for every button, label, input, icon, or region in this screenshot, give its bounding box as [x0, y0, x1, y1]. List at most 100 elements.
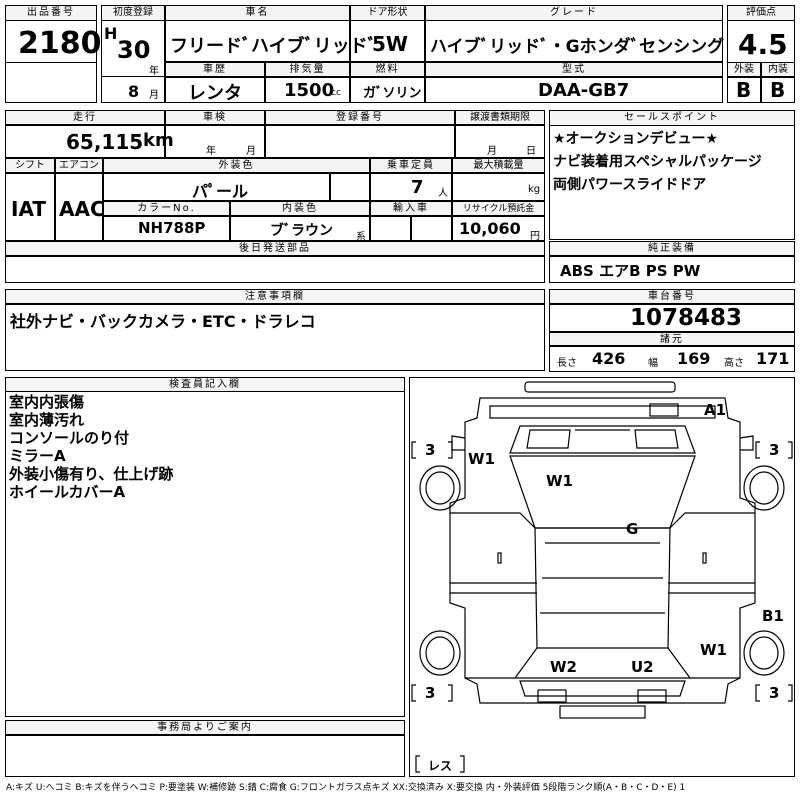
exterior-score: B [736, 78, 752, 102]
sales-point-3: 両側パワースライドドア [553, 177, 707, 193]
damage-mark-w1-left: W1 [468, 450, 495, 468]
recycle-unit: 円 [530, 231, 540, 242]
mileage-cell [5, 125, 165, 158]
later-parts-cell [5, 256, 545, 283]
lot-label: 出品番号 [5, 5, 97, 21]
color-no-label: カラーNo. [103, 201, 230, 216]
caution: 社外ナビ・バックカメラ・ETC・ドラレコ [10, 312, 316, 331]
registration-cell [265, 125, 455, 158]
car-name-label: 車名 [165, 5, 350, 21]
first-reg-year-unit: 年 [149, 66, 159, 77]
interior-color-cell [230, 216, 370, 241]
model-label: 型式 [425, 62, 723, 77]
caution-cell [5, 304, 545, 371]
displacement-cell [265, 77, 350, 103]
shift-label: シフト [5, 158, 55, 173]
width: 169 [677, 349, 711, 368]
displacement-label: 排気量 [265, 62, 350, 77]
import-cell-b [411, 216, 452, 241]
exterior-color-label: 外装色 [103, 158, 370, 173]
interior-score-label: 内装 [761, 62, 795, 77]
inspector-note-6: ホイールカバーA [9, 483, 126, 501]
color-no-cell [103, 216, 230, 241]
interior-color: ブﾞラウン [270, 223, 333, 239]
history: レンタ [188, 83, 242, 104]
import-label: 輸入車 [370, 201, 452, 216]
damage-mark-a1: A1 [704, 401, 726, 419]
first-reg-divider [101, 76, 165, 77]
first-reg-label: 初度登録 [101, 5, 165, 21]
equipment: ABS エアB PS PW [560, 262, 701, 280]
transfer-month-unit: 月 [487, 146, 497, 157]
exterior-score-cell [727, 77, 761, 103]
height-label: 高さ [724, 358, 744, 369]
exterior-color-extra-cell [330, 173, 370, 201]
inspection-year-unit: 年 [206, 146, 216, 157]
width-label: 幅 [648, 358, 658, 369]
office-cell [5, 735, 405, 777]
mileage-unit: km [143, 130, 174, 151]
shift-cell [5, 173, 55, 241]
sales-point-2: ナビ装着用スペシャルパッケージ [553, 154, 762, 170]
inspector-note-1: 室内内張傷 [9, 393, 85, 411]
later-parts-label: 後日発送部品 [5, 241, 545, 256]
sales-points-label: セールスポイント [549, 110, 795, 126]
inspector-note-2: 室内薄汚れ [9, 411, 85, 429]
dimensions-cell [549, 346, 795, 372]
grade-label: グレード [425, 5, 723, 21]
registration-label: 登録番号 [265, 110, 455, 125]
recycle-cell [452, 216, 545, 241]
inspector-note-4: ミラーA [9, 447, 66, 465]
first-reg-month-unit: 月 [149, 90, 159, 101]
inspector-note-5: 外装小傷有り、仕上げ跡 [9, 465, 174, 483]
inspection-label: 車検 [165, 110, 265, 125]
transfer-deadline-label: 譲渡書類期限 [455, 110, 545, 125]
legend: A:キズ U:ヘコミ B:キズを伴うヘコミ P:要塗装 W:補修跡 S:錆 C:… [6, 783, 686, 793]
tire-fl: 3 [425, 441, 435, 459]
fuel-label: 燃料 [350, 62, 425, 77]
damage-mark-b1: B1 [762, 607, 784, 625]
exterior-color: パﾟール [192, 182, 249, 201]
exterior-score-label: 外装 [727, 62, 761, 77]
lot-number: 2180 [18, 26, 102, 61]
chassis-cell [549, 304, 795, 332]
caution-label: 注意事項欄 [5, 289, 545, 304]
mileage: 65,115 [66, 130, 144, 154]
capacity-label: 乗車定員 [370, 158, 452, 173]
damage-mark-w2: W2 [550, 658, 577, 676]
length: 426 [592, 349, 626, 368]
color-no: NH788P [138, 219, 206, 237]
max-load-unit: kg [528, 184, 541, 195]
mileage-label: 走行 [5, 110, 165, 125]
model: DAA-GB7 [538, 80, 630, 101]
shift: IAT [11, 197, 47, 221]
ac: AAC [59, 197, 105, 221]
history-label: 車歴 [165, 62, 265, 77]
chassis-number: 1078483 [630, 305, 743, 331]
door-label: ドア形状 [350, 5, 425, 21]
car-diagram-svg: A1 W1 W1 G B1 W1 W2 U2 3 3 3 3 レス [411, 381, 793, 773]
tire-fr: 3 [769, 441, 779, 459]
damage-mark-w1-right: W1 [700, 641, 727, 659]
car-diagram: A1 W1 W1 G B1 W1 W2 U2 3 3 3 3 レス [409, 377, 795, 777]
capacity: 7 [411, 177, 424, 198]
damage-mark-g: G [626, 520, 638, 538]
chassis-label: 車台番号 [549, 289, 795, 304]
height: 171 [756, 349, 790, 368]
interior-color-label: 内装色 [230, 201, 370, 216]
tire-rr: 3 [769, 684, 779, 702]
fuel-cell [350, 77, 425, 103]
inspector-note-3: コンソールのり付 [9, 429, 130, 447]
max-load-label: 最大積載量 [452, 158, 545, 173]
capacity-unit: 人 [438, 188, 448, 199]
inspector-label: 検査員記入欄 [5, 377, 405, 392]
displacement: 1500 [284, 80, 335, 101]
score-value: 4.5 [738, 28, 788, 61]
interior-color-suffix: 系 [356, 232, 366, 243]
transfer-day-unit: 日 [526, 146, 536, 157]
interior-score: B [770, 78, 786, 102]
grade: ハイブﾞリッドﾞ・Gホンダﾞセンシング [430, 37, 725, 57]
interior-score-cell [761, 77, 795, 103]
capacity-cell [370, 173, 452, 201]
length-label: 長さ [557, 358, 577, 369]
